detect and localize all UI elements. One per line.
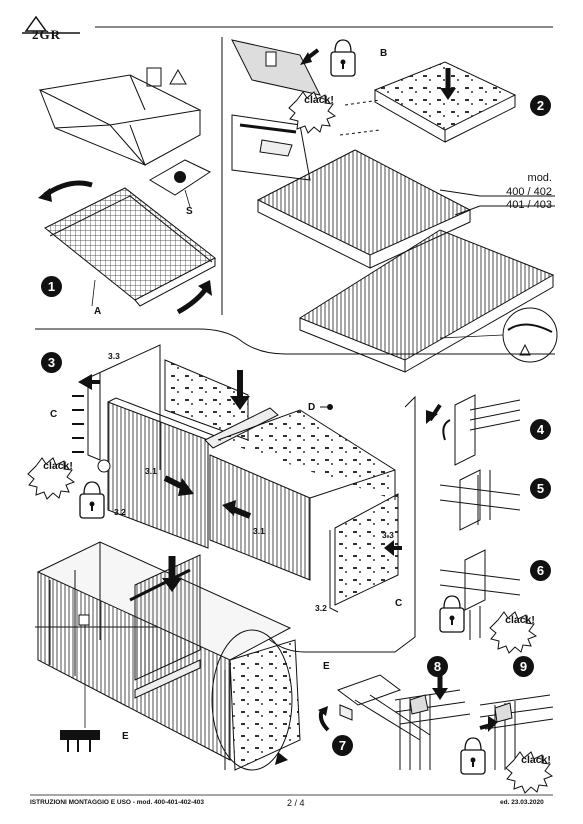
brand-logo: 2GR (22, 15, 80, 42)
label-part-c-left: C (50, 409, 58, 420)
label-part-d: D (308, 402, 316, 413)
clack-text-3: clack! (505, 614, 535, 626)
substep-3-1-left: 3.1 (145, 466, 157, 476)
model-401-403: 401 / 403 (506, 199, 552, 211)
logo-text: 2GR (32, 27, 61, 42)
label-part-b: B (380, 48, 388, 59)
step-number-1: 1 (41, 276, 62, 297)
footer-page-number: 2 / 4 (287, 798, 305, 808)
step-number-6: 6 (530, 560, 551, 581)
clack-text-1: clack! (304, 94, 334, 106)
clack-text-2: clack! (43, 460, 73, 472)
step-number-8: 8 (427, 656, 448, 677)
step-number-5: 5 (530, 478, 551, 499)
substep-3-3-left: 3.3 (108, 351, 120, 361)
logo-mark (22, 15, 80, 34)
model-heading: mod. (527, 172, 552, 184)
model-400-402: 400 / 402 (506, 186, 552, 198)
substep-3-2-left: 3.2 (114, 507, 126, 517)
substep-3-3-right: 3.3 (382, 530, 394, 540)
label-part-e-left: E (122, 731, 129, 742)
footer-edition-date: ed. 23.03.2020 (500, 799, 544, 806)
label-part-s: S (186, 206, 193, 217)
step-number-2: 2 (530, 95, 551, 116)
step-number-3: 3 (41, 352, 62, 373)
label-part-e-right: E (323, 661, 330, 672)
substep-3-1-right: 3.1 (253, 526, 265, 536)
footer-document-title: ISTRUZIONI MONTAGGIO E USO - mod. 400-40… (30, 799, 204, 806)
substep-3-2-right: 3.2 (315, 603, 327, 613)
label-part-c-right: C (395, 598, 403, 609)
step-number-4: 4 (530, 419, 551, 440)
clack-text-4: clack! (521, 754, 551, 766)
step-number-9: 9 (513, 656, 534, 677)
step-number-7: 7 (332, 735, 353, 756)
label-part-a: A (94, 306, 102, 317)
